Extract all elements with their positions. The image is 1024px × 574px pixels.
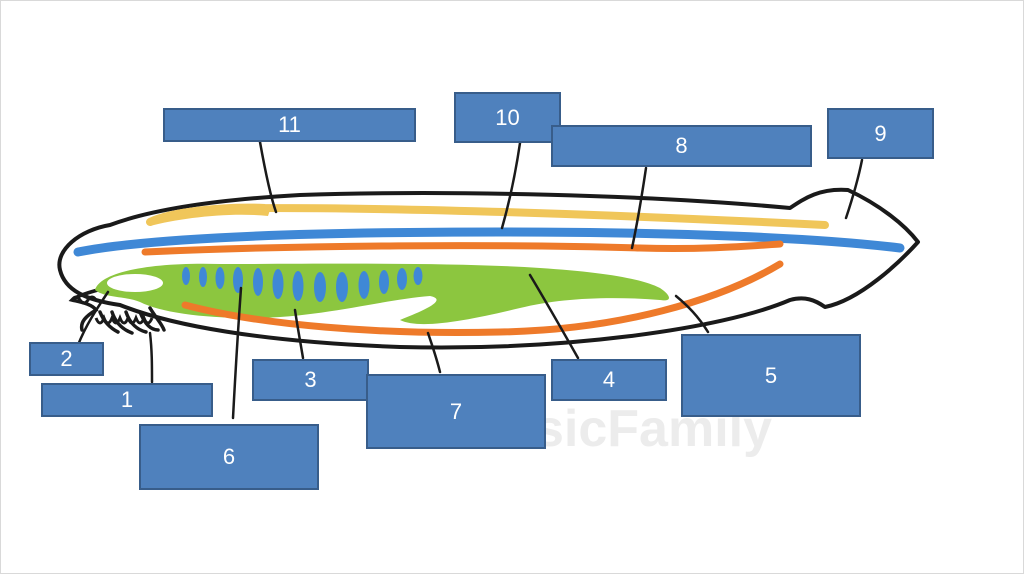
label-box-1: 1 (41, 383, 213, 417)
label-box-11: 11 (163, 108, 416, 142)
label-box-8: 8 (551, 125, 812, 167)
leader-line-1 (148, 331, 154, 384)
label-box-9: 9 (827, 108, 934, 159)
label-box-7: 7 (366, 374, 546, 449)
leader-line-7 (426, 331, 442, 374)
leader-line-10 (500, 141, 522, 230)
leader-line-5 (674, 294, 710, 334)
leader-line-11 (258, 140, 278, 214)
ventral-orange-line (181, 260, 784, 337)
leader-lines (76, 140, 864, 420)
leader-line-6 (231, 286, 243, 420)
label-box-10: 10 (454, 92, 561, 143)
gill-slits (182, 267, 423, 302)
dorsal-fin-ray (146, 203, 829, 229)
label-box-3: 3 (252, 359, 369, 401)
label-box-6: 6 (139, 424, 319, 490)
leader-line-8 (630, 166, 648, 250)
leader-line-2 (76, 290, 110, 347)
dorsal-fin-anterior (150, 207, 270, 226)
leader-line-9 (844, 158, 864, 220)
oral-hood-opening (107, 274, 163, 292)
label-box-4: 4 (551, 359, 667, 401)
dorsal-orange-line (141, 240, 784, 256)
leader-line-3 (293, 308, 305, 360)
leader-line-4 (528, 273, 580, 360)
oral-cirri-loops (70, 295, 154, 325)
nerve-cord (73, 227, 905, 257)
label-box-5: 5 (681, 334, 861, 417)
label-box-2: 2 (29, 342, 104, 376)
